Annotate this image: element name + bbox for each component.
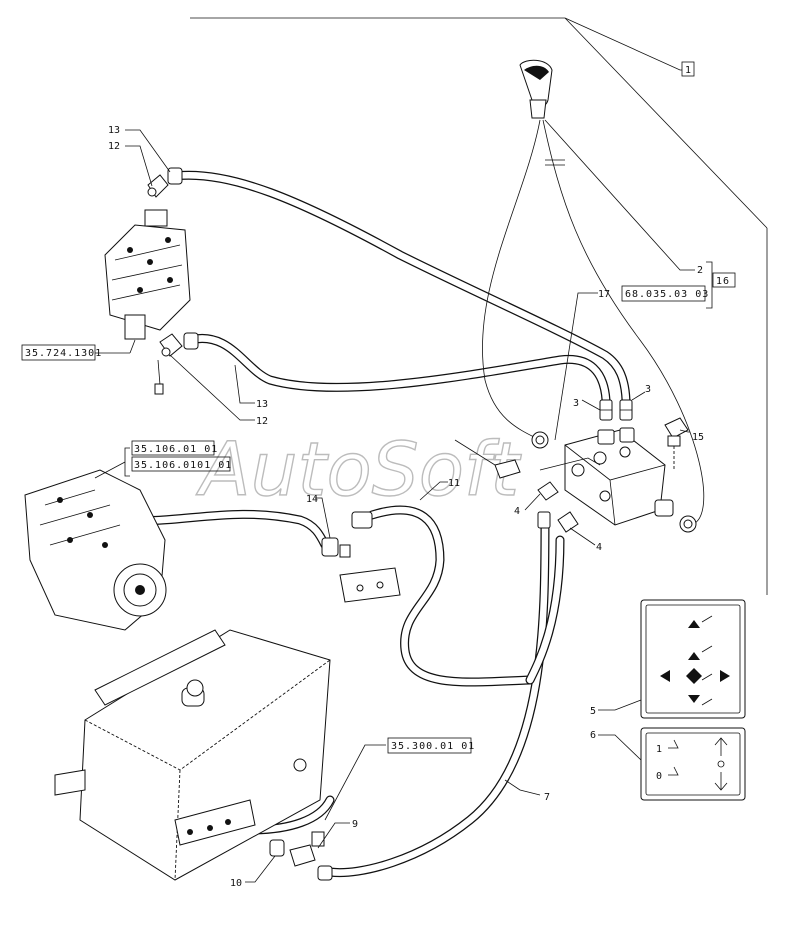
callout-13-lower: 13 [256,399,268,410]
callouts: 13 12 13 12 2 17 3 3 15 11 14 4 4 5 6 7 … [108,125,704,889]
hydraulic-pump [24,469,167,631]
callout-15: 15 [692,432,704,443]
hose-11 [367,505,535,687]
fitting-dangling-lower-left [154,359,164,395]
hose-7 [325,515,565,878]
plug-cap-right [679,515,697,533]
pump-line-14 [115,509,330,550]
control-valve-block [104,209,191,354]
fitting-12-lower [159,333,183,357]
ref-box-68-label: 68.035.03 03 [625,289,709,300]
ref-box-16-label: 16 [716,276,730,287]
fitting-17 [531,431,549,449]
ref-box-35-300: 35.300.01 01 [387,737,475,754]
leader-lines [94,17,713,883]
callout-4-left: 4 [514,506,520,517]
ref-box-assembly-label: 1 [685,65,692,76]
callout-5: 5 [590,706,596,717]
pressure-sensor-15 [664,417,689,470]
hydraulic-tank [54,629,331,881]
decal6-symbol-1: 1 [656,744,662,755]
ref-box-35-300-label: 35.300.01 01 [391,741,475,752]
fitting-11-end [351,511,373,529]
fitting-3-left [599,399,613,421]
callout-13-upper: 13 [108,125,120,136]
fitting-4-right [537,511,579,533]
decal-5 [640,599,746,719]
callout-9: 9 [352,819,358,830]
ref-box-35-106-b: 35.106.0101 01 [131,456,232,472]
fitting-12-upper [147,174,169,198]
callout-10: 10 [230,878,242,889]
callout-14: 14 [306,494,318,505]
hose-13-upper [170,170,631,405]
ref-box-35-106-b-label: 35.106.0101 01 [134,460,232,471]
hose-13-lower [185,333,611,405]
callout-11: 11 [448,478,460,489]
ref-box-16: 16 [712,272,736,288]
tee-fitting-9 [289,831,325,867]
joystick-handle [519,59,553,119]
ref-box-35-106-a: 35.106.01 01 [131,440,218,456]
ref-box-assembly: 1 [681,61,695,77]
fitting-10 [269,839,285,857]
callout-7: 7 [544,792,550,803]
callout-2: 2 [697,265,703,276]
ref-box-68: 68.035.03 03 [621,285,709,302]
fitting-13-lower [183,332,199,350]
solenoid-connector [454,439,521,479]
callout-12-lower: 12 [256,416,268,427]
hose-7-end-fitting [317,865,333,881]
fitting-13-upper [167,167,183,185]
assembly-boundary [190,17,768,595]
fitting-14 [321,537,351,558]
joystick-wiring [482,119,705,526]
ref-box-35-724-label: 35.724.1301 [25,348,102,359]
callout-6: 6 [590,730,596,741]
ref-box-35-106-a-label: 35.106.01 01 [134,444,218,455]
callout-17: 17 [598,289,610,300]
diverter-valve [564,427,674,526]
callout-3-right: 3 [645,384,651,395]
watermark-text: AutoSoft [196,427,522,513]
fitting-3-right [619,399,633,421]
mounting-bracket [339,567,401,603]
decal-6: 1 0 [640,727,746,801]
callout-12-upper: 12 [108,141,120,152]
decal6-symbol-0: 0 [656,771,662,782]
callout-4-right: 4 [596,542,602,553]
fitting-4-left [537,481,559,501]
ref-box-35-724: 35.724.1301 [21,344,102,361]
callout-3-left: 3 [573,398,579,409]
